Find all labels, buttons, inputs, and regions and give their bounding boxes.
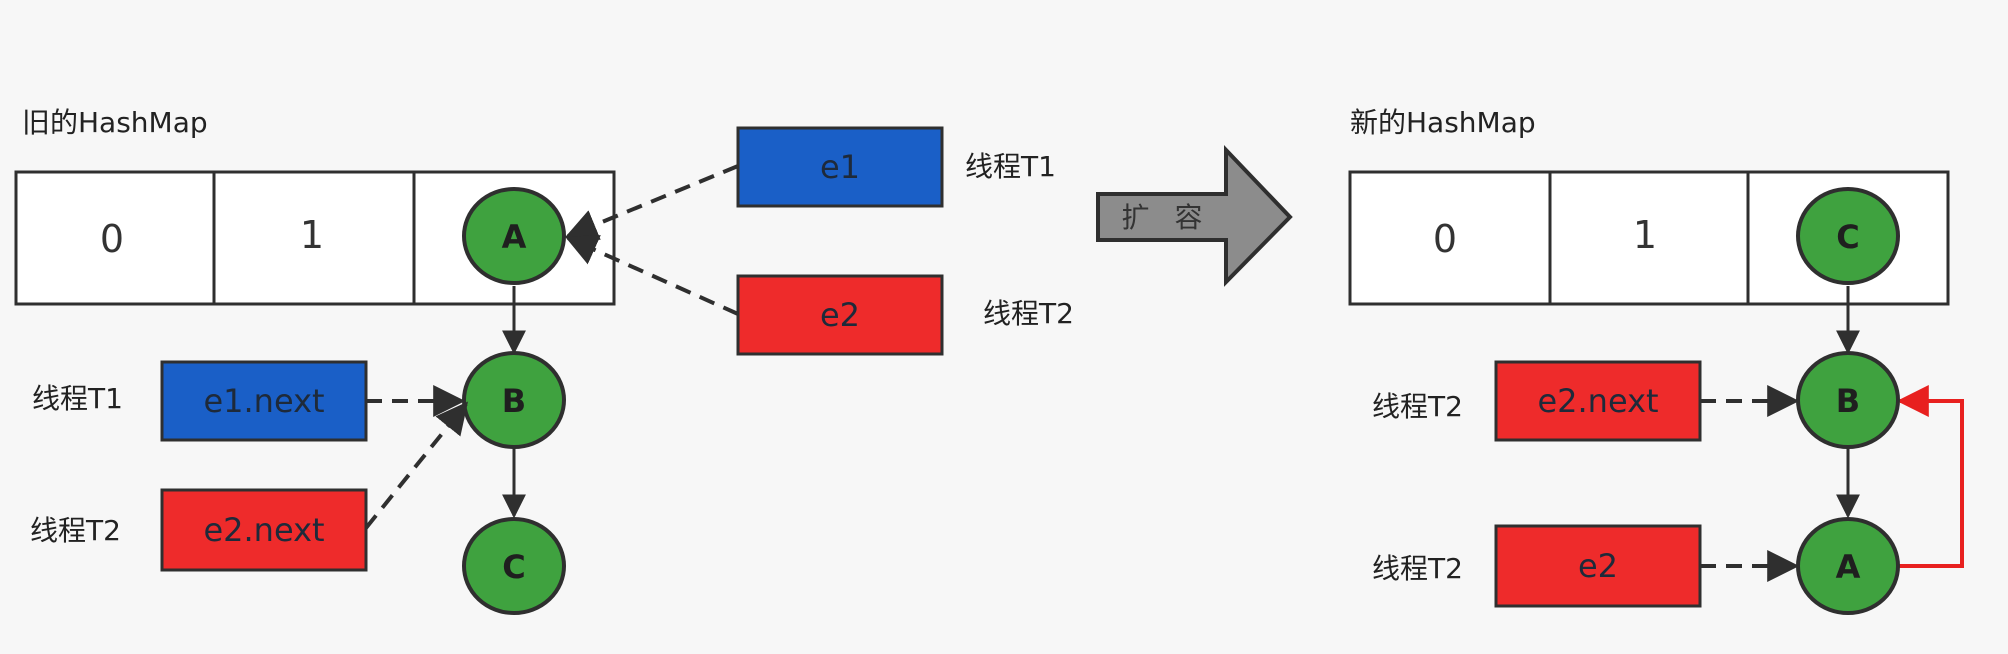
- new-bucket-0-label: 0: [1433, 217, 1457, 261]
- expand-arrow: 扩 容: [1096, 145, 1293, 287]
- old-bucket-1: [212, 170, 416, 306]
- old-edge-e1-a: [565, 164, 739, 240]
- old-e2-thread: 线程T2: [983, 297, 1074, 330]
- old-hashmap-title: 旧的HashMap: [22, 106, 208, 139]
- new-e2-thread: 线程T2: [1372, 552, 1463, 585]
- new-hashmap-title: 新的HashMap: [1350, 106, 1536, 139]
- new-e2-pointer: 线程T2 e2: [1372, 524, 1702, 608]
- new-node-a-label: A: [1836, 548, 1861, 586]
- old-bucket-0: [14, 170, 216, 306]
- new-e2-next-box: [1494, 360, 1702, 442]
- old-e1-next-pointer: 线程T1 e1.next: [32, 360, 368, 442]
- old-e2-next-label: e2.next: [203, 511, 324, 549]
- new-node-a: A: [1796, 517, 1900, 615]
- old-e1-box: [736, 126, 944, 208]
- old-e2-label: e2: [820, 296, 860, 334]
- old-node-b: B: [462, 351, 566, 449]
- expand-arrow-label: 扩 容: [1122, 201, 1211, 234]
- old-e2-next-pointer: 线程T2 e2.next: [30, 488, 368, 572]
- new-e2-next-pointer: 线程T2 e2.next: [1372, 360, 1702, 442]
- old-e2-next-thread: 线程T2: [30, 514, 121, 547]
- new-bucket-0: [1348, 170, 1552, 306]
- old-edge-e2-a: [565, 235, 739, 316]
- new-e2-box: [1494, 524, 1702, 608]
- old-e2-next-box: [160, 488, 368, 572]
- old-node-a-label: A: [502, 218, 527, 256]
- new-e2-next-thread: 线程T2: [1372, 390, 1463, 423]
- old-e1-next-label: e1.next: [203, 382, 324, 420]
- new-bucket-1-label: 1: [1633, 213, 1657, 257]
- old-node-c-label: C: [502, 548, 525, 586]
- expand-arrow-shape: [1096, 145, 1293, 287]
- old-e1-thread: 线程T1: [965, 150, 1056, 183]
- old-bucket-1-label: 1: [300, 213, 324, 257]
- old-edge-e2next-b: [364, 401, 469, 530]
- old-e2-box: [736, 274, 944, 356]
- new-node-c: C: [1796, 187, 1900, 285]
- new-node-c-label: C: [1836, 218, 1859, 256]
- new-e2-next-label: e2.next: [1537, 382, 1658, 420]
- new-node-b: B: [1796, 351, 1900, 449]
- new-edge-a-b-cycle: [1896, 385, 1964, 568]
- new-bucket-1: [1548, 170, 1750, 306]
- old-bucket-0-label: 0: [100, 217, 124, 261]
- old-e1-label: e1: [820, 148, 860, 186]
- old-node-c: C: [462, 517, 566, 615]
- new-e2-label: e2: [1578, 547, 1618, 585]
- old-e2-pointer: e2 线程T2: [736, 274, 1074, 356]
- new-node-b-label: B: [1836, 382, 1860, 420]
- old-node-a: A: [462, 187, 566, 285]
- old-node-b-label: B: [502, 382, 526, 420]
- old-e1-next-thread: 线程T1: [32, 382, 123, 415]
- old-e1-pointer: e1 线程T1: [736, 126, 1056, 208]
- old-e1-next-box: [160, 360, 368, 442]
